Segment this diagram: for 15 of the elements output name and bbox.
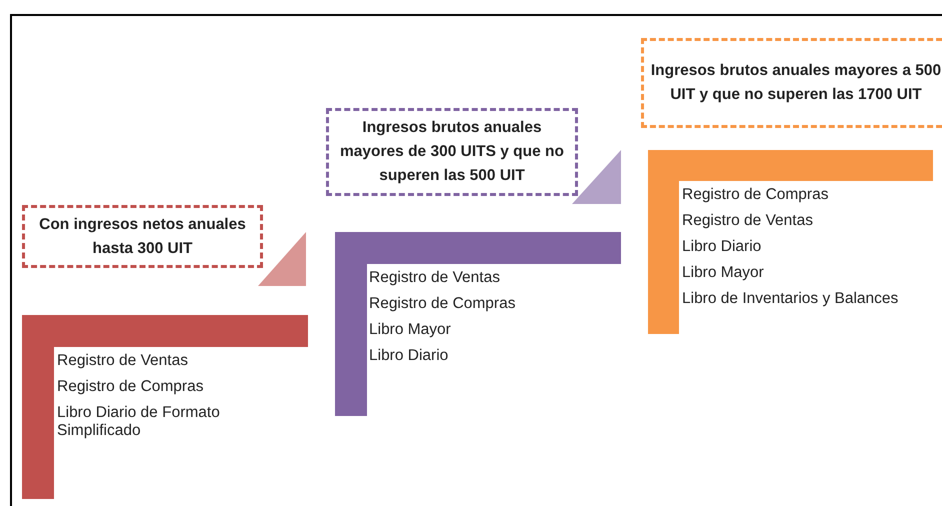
- list-item: Registro de Ventas: [57, 352, 188, 370]
- list-item: Registro de Compras: [369, 295, 516, 313]
- list-item: Libro de Inventarios y Balances: [682, 290, 898, 308]
- criteria-box: Ingresos brutos anuales mayores a 500 UIT y que no superen las 1700 UIT: [641, 38, 942, 128]
- list-item: Registro de Ventas: [369, 269, 500, 287]
- criteria-box: Con ingresos netos anuales hasta 300 UIT: [22, 205, 263, 268]
- list-item: Libro Mayor: [682, 264, 764, 282]
- list-item: Registro de Compras: [682, 186, 828, 204]
- list-item: Registro de Compras: [57, 378, 204, 396]
- list-item: Libro Diario: [369, 347, 448, 365]
- list-item: Libro Diario de Formato Simplificado: [57, 404, 221, 440]
- list-item: Libro Diario: [682, 238, 762, 256]
- criteria-box: Ingresos brutos anuales mayores de 300 UITS y que no superen las 500 UIT: [326, 108, 578, 196]
- list-item: Libro Mayor: [369, 321, 451, 339]
- list-item: Registro de Ventas: [682, 212, 813, 230]
